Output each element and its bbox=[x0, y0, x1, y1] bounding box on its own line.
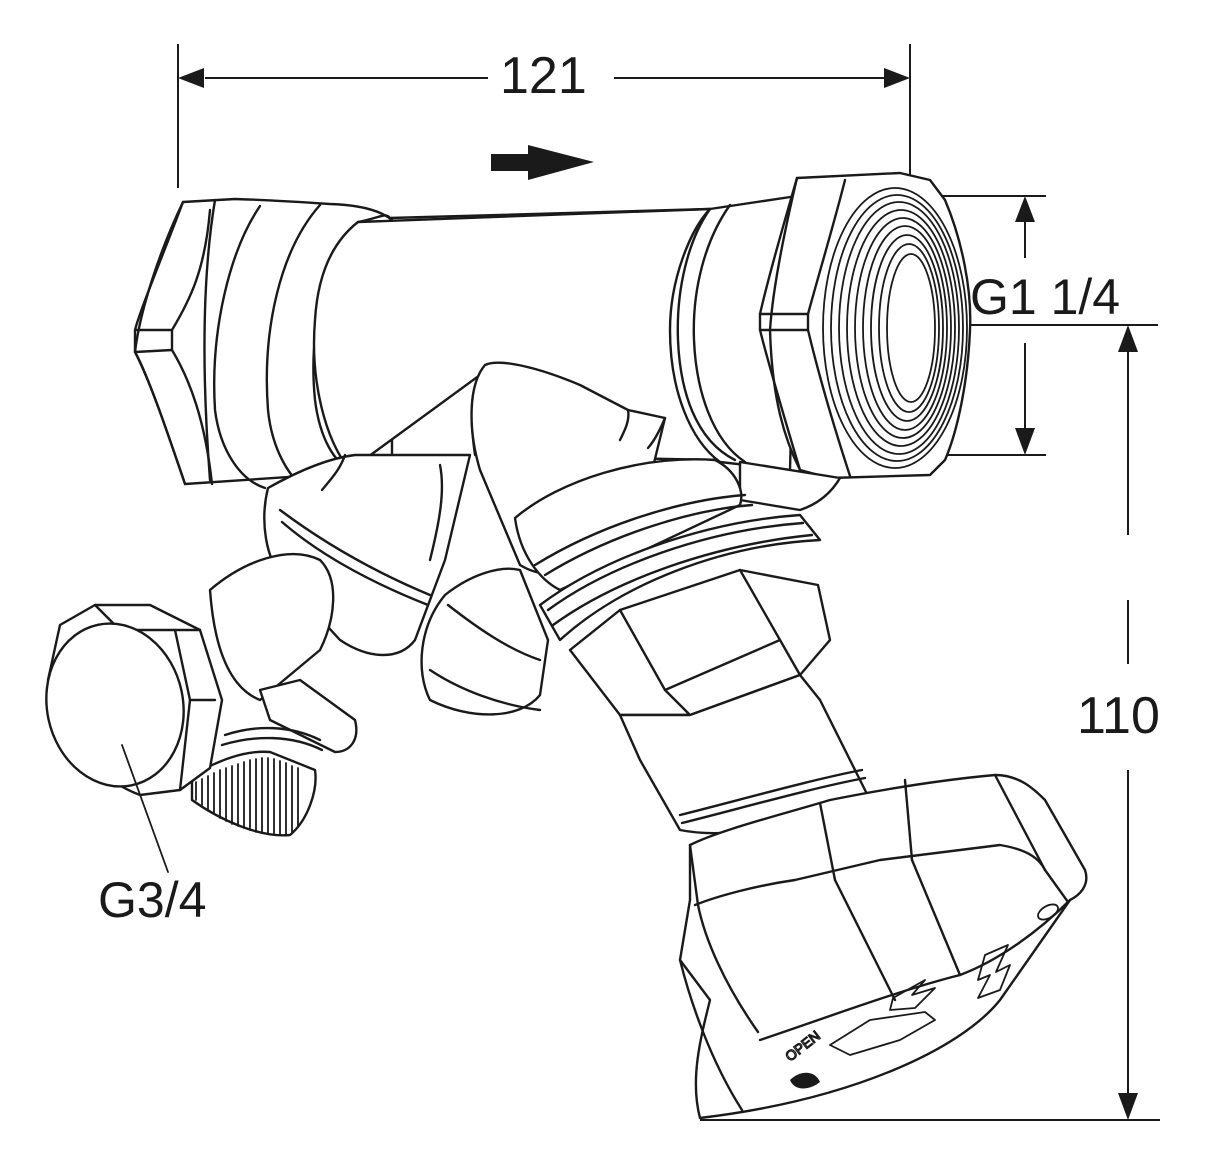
arrowhead-up-icon bbox=[1015, 196, 1035, 222]
knurl-lines bbox=[195, 757, 299, 835]
leader-line-g34 bbox=[121, 744, 169, 873]
arrow-right-icon bbox=[491, 145, 594, 180]
outlet-hex-nut bbox=[668, 171, 972, 480]
indicator-hole bbox=[1037, 903, 1059, 921]
handwheel: OPEN bbox=[678, 773, 1088, 1120]
dimension-label-length: 121 bbox=[500, 47, 587, 105]
turn-arrow-icon bbox=[790, 1072, 820, 1089]
valve-bonnet bbox=[470, 361, 872, 835]
engraved-scale-icon bbox=[829, 1011, 936, 1056]
dimension-label-height: 110 bbox=[1077, 687, 1160, 745]
dimension-110 bbox=[700, 325, 1160, 1121]
drain-cock bbox=[45, 552, 358, 873]
thread-label-drain: G3/4 bbox=[98, 872, 207, 928]
arrowhead-up-icon bbox=[1118, 325, 1138, 352]
arrowhead-down-icon bbox=[1015, 428, 1035, 455]
arrowhead-down-icon bbox=[1118, 1093, 1138, 1120]
measuring-port bbox=[420, 567, 550, 716]
drain-cap-face bbox=[45, 622, 185, 788]
engraved-symbol-icon bbox=[977, 944, 1011, 999]
thread-label-main: G1 1/4 bbox=[970, 269, 1121, 325]
dimension-121 bbox=[177, 44, 911, 188]
engraved-symbol-icon bbox=[889, 979, 936, 1011]
arrowhead-left-icon bbox=[178, 68, 204, 88]
arrowhead-right-icon bbox=[884, 68, 910, 88]
